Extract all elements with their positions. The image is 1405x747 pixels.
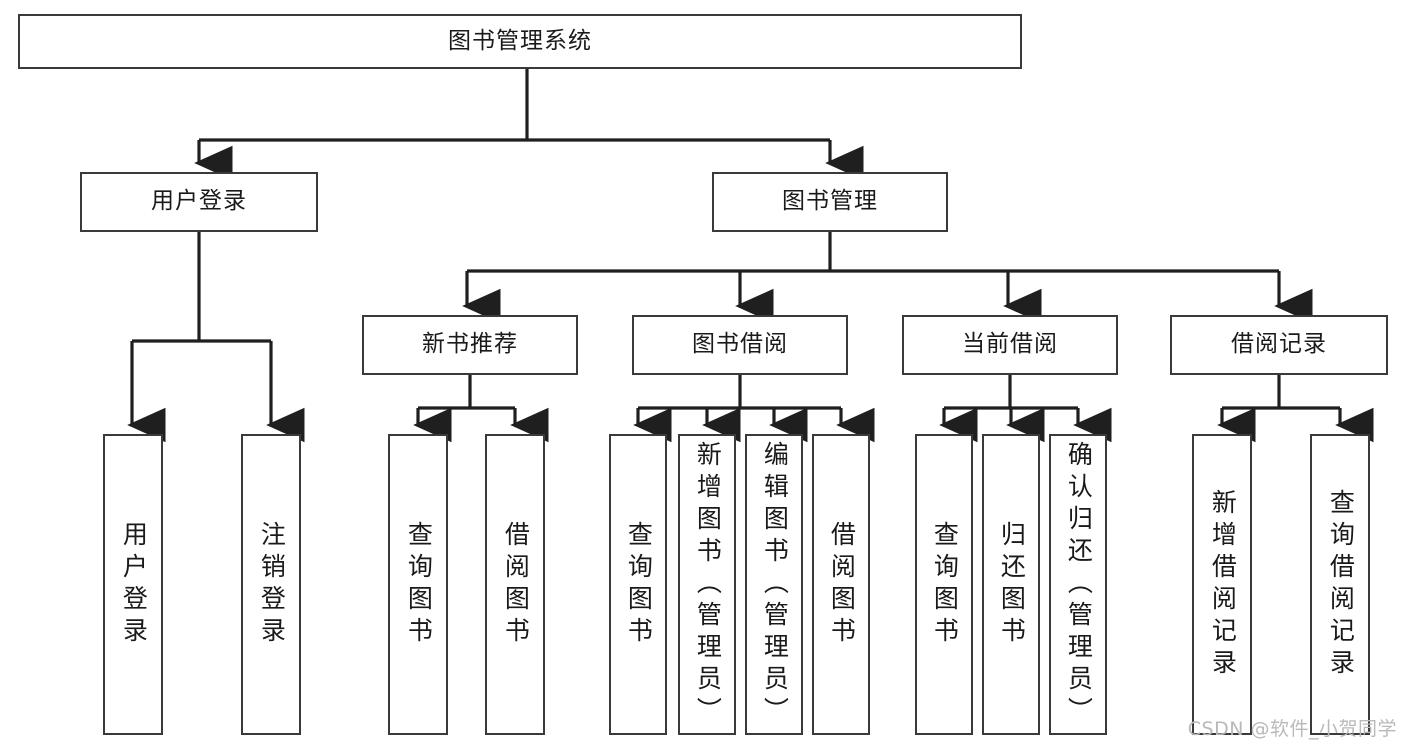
node-leaf-add-book[interactable]: 新增图书（管理员）	[678, 434, 736, 735]
node-leaf-borrow-book-2-label: 借阅图书	[827, 520, 857, 649]
node-leaf-add-record[interactable]: 新增借阅记录	[1192, 434, 1252, 735]
node-user-login-label: 用户登录	[151, 188, 247, 215]
node-borrow-record-label: 借阅记录	[1231, 331, 1327, 358]
node-leaf-user-login[interactable]: 用户登录	[103, 434, 163, 735]
node-leaf-user-login-label: 用户登录	[119, 520, 149, 649]
watermark: CSDN @软件_小贺同学	[1187, 718, 1397, 740]
node-borrow-record[interactable]: 借阅记录	[1170, 315, 1388, 375]
node-root[interactable]: 图书管理系统	[18, 14, 1022, 69]
node-leaf-add-book-label: 新增图书（管理员）	[693, 440, 723, 729]
node-leaf-query-book-3[interactable]: 查询图书	[915, 434, 973, 735]
node-book-manage[interactable]: 图书管理	[712, 172, 948, 232]
node-current-borrow[interactable]: 当前借阅	[902, 315, 1118, 375]
node-leaf-return-book[interactable]: 归还图书	[982, 434, 1040, 735]
node-leaf-add-record-label: 新增借阅记录	[1208, 488, 1238, 681]
node-leaf-edit-book-label: 编辑图书（管理员）	[760, 440, 790, 729]
node-user-login[interactable]: 用户登录	[80, 172, 318, 232]
node-current-borrow-label: 当前借阅	[962, 331, 1058, 358]
node-leaf-user-logout-label: 注销登录	[257, 520, 287, 649]
node-leaf-borrow-book-2[interactable]: 借阅图书	[812, 434, 870, 735]
node-root-label: 图书管理系统	[448, 27, 592, 54]
node-leaf-query-book-1[interactable]: 查询图书	[388, 434, 448, 735]
node-leaf-query-record-label: 查询借阅记录	[1326, 488, 1356, 681]
node-leaf-confirm-return-label: 确认归还（管理员）	[1064, 440, 1094, 729]
node-leaf-borrow-book-1-label: 借阅图书	[501, 520, 531, 649]
node-book-borrow-label: 图书借阅	[692, 331, 788, 358]
node-leaf-query-book-1-label: 查询图书	[404, 520, 434, 649]
node-book-manage-label: 图书管理	[782, 188, 878, 215]
node-leaf-borrow-book-1[interactable]: 借阅图书	[485, 434, 545, 735]
node-book-borrow[interactable]: 图书借阅	[632, 315, 848, 375]
node-leaf-edit-book[interactable]: 编辑图书（管理员）	[745, 434, 803, 735]
node-leaf-user-logout[interactable]: 注销登录	[241, 434, 301, 735]
node-new-book-recommend-label: 新书推荐	[422, 331, 518, 358]
node-leaf-query-record[interactable]: 查询借阅记录	[1310, 434, 1370, 735]
node-leaf-query-book-2[interactable]: 查询图书	[609, 434, 667, 735]
node-leaf-query-book-3-label: 查询图书	[930, 520, 960, 649]
node-leaf-return-book-label: 归还图书	[997, 520, 1027, 649]
node-leaf-query-book-2-label: 查询图书	[624, 520, 654, 649]
node-new-book-recommend[interactable]: 新书推荐	[362, 315, 578, 375]
node-leaf-confirm-return[interactable]: 确认归还（管理员）	[1049, 434, 1107, 735]
